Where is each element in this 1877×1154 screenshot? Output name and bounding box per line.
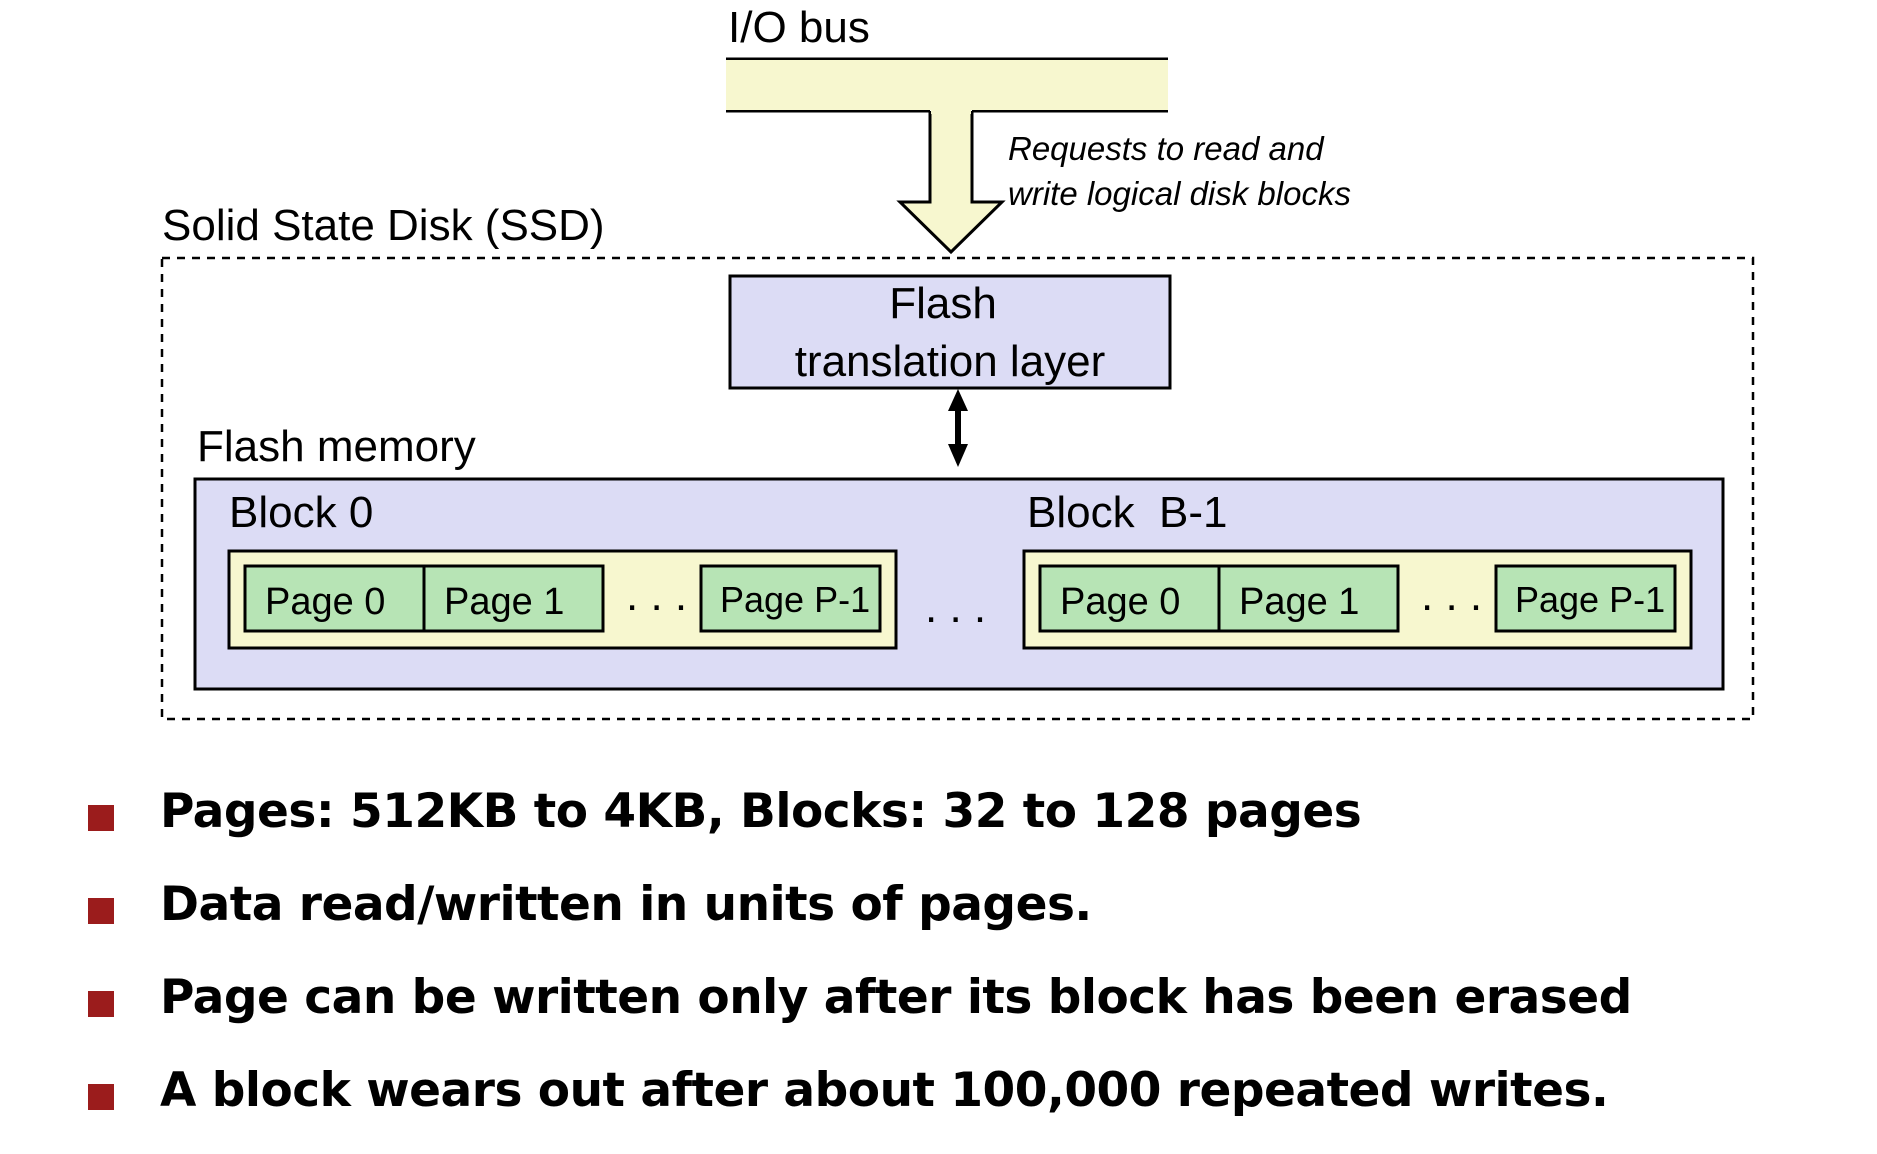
- bullet-text: Pages: 512KB to 4KB, Blocks: 32 to 128 p…: [160, 784, 1362, 839]
- block-b-1-page-p-1: [1494, 564, 1677, 633]
- bullet-square-icon: [88, 991, 114, 1017]
- flash-memory-label: Flash memory: [197, 422, 476, 471]
- arrow-down-head: [948, 444, 968, 467]
- io-bus: [726, 60, 1168, 110]
- request-text-line2: write logical disk blocks: [1008, 175, 1351, 212]
- block-0-page-1: [422, 564, 605, 633]
- arrow-up-head: [948, 389, 968, 411]
- block-0-page-0-label: Page 0: [265, 581, 385, 623]
- bullet-square-icon: [88, 1084, 114, 1110]
- block-0-page-p-1-label: Page P-1: [720, 579, 870, 620]
- bullet-item: Pages: 512KB to 4KB, Blocks: 32 to 128 p…: [88, 782, 1632, 875]
- request-text-line1: Requests to read and: [1008, 130, 1325, 167]
- ssd-boundary: [160, 256, 1755, 721]
- block-b-1-page-1: [1217, 564, 1400, 633]
- block-b-1-page-1-label: Page 1: [1239, 581, 1359, 623]
- ftl-line2: translation layer: [795, 337, 1106, 386]
- block-0-page-ellipsis: . . .: [626, 571, 687, 620]
- block-b-1-label: Block B-1: [1027, 488, 1228, 537]
- ssd-diagram: I/O bus Requests to read and write logic…: [160, 3, 1755, 721]
- bullet-square-icon: [88, 898, 114, 924]
- bullet-item: A block wears out after about 100,000 re…: [88, 1061, 1632, 1154]
- bullet-text: Page can be written only after its block…: [160, 970, 1632, 1025]
- bullet-list: Pages: 512KB to 4KB, Blocks: 32 to 128 p…: [88, 782, 1632, 1154]
- block-0-page-p-1: [699, 564, 882, 633]
- block-b-1-page-p-1-label: Page P-1: [1515, 579, 1665, 620]
- bullet-text: A block wears out after about 100,000 re…: [160, 1063, 1609, 1118]
- bullet-item: Page can be written only after its block…: [88, 968, 1632, 1061]
- block-0-page-1-label: Page 1: [444, 581, 564, 623]
- request-arrow: [896, 111, 1006, 255]
- bullet-item: Data read/written in units of pages.: [88, 875, 1632, 968]
- ssd-label: Solid State Disk (SSD): [162, 201, 605, 250]
- io-bus-label: I/O bus: [728, 3, 870, 52]
- block-ellipsis: . . .: [925, 583, 986, 632]
- flash-translation-layer-box: [728, 274, 1172, 390]
- block-b-1-page-0-label: Page 0: [1060, 581, 1180, 623]
- ftl-line1: Flash: [889, 279, 997, 328]
- block-b-1-page-ellipsis: . . .: [1421, 571, 1482, 620]
- bullet-text: Data read/written in units of pages.: [160, 877, 1092, 932]
- request-arrow-joint: [931, 104, 971, 114]
- bullet-square-icon: [88, 805, 114, 831]
- io-bus-edges: [726, 57, 1168, 113]
- block-0-label: Block 0: [229, 488, 373, 537]
